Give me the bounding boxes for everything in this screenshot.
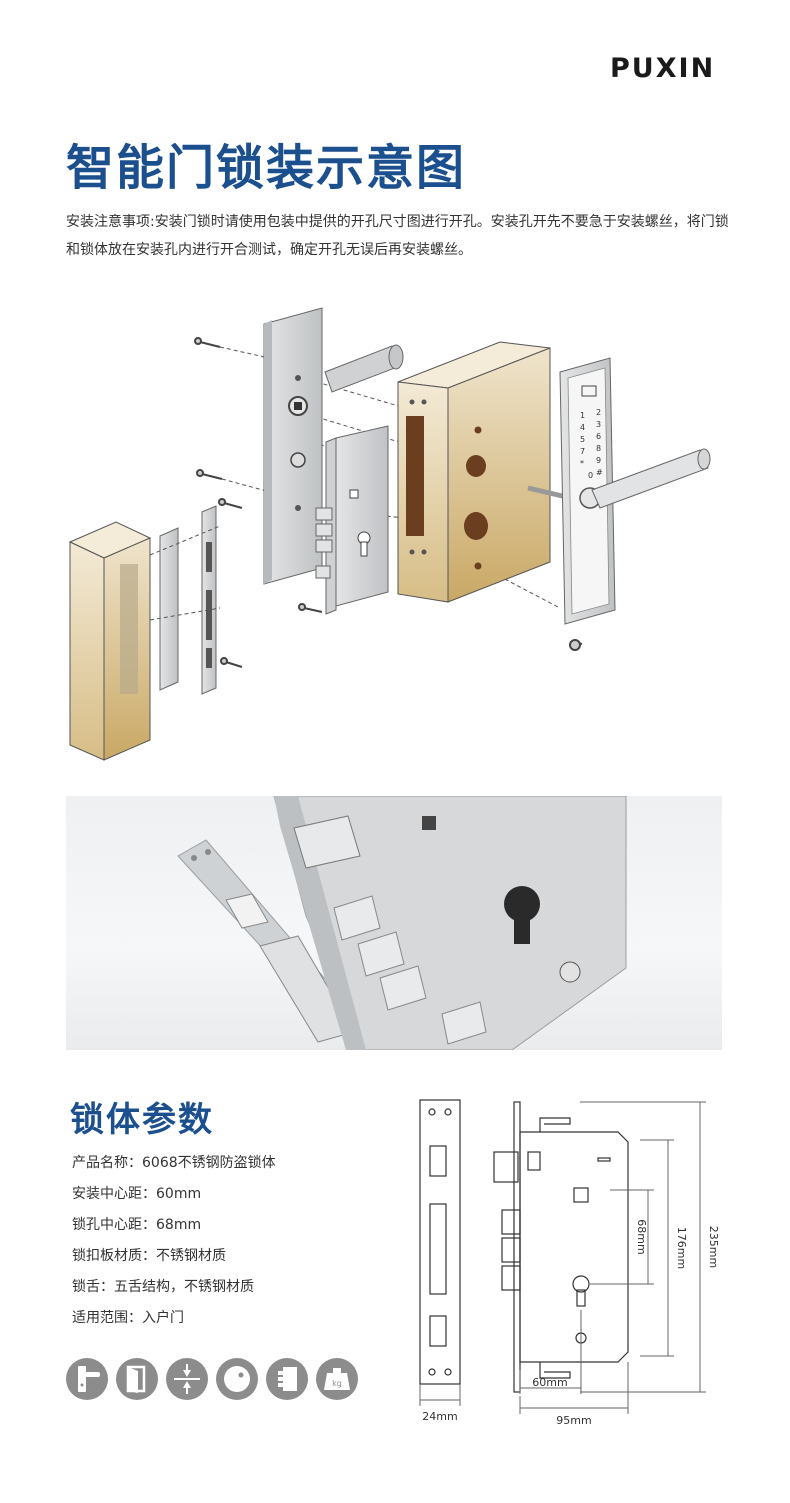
mid-height-label: 176mm bbox=[675, 1227, 688, 1269]
spec-item-text: 锁孔中心距：68mm bbox=[72, 1217, 202, 1233]
key: 7 bbox=[580, 447, 585, 456]
dimension-labels: 24mm 60mm 95mm 68mm 176mm 235mm bbox=[422, 1219, 720, 1427]
door-icon bbox=[116, 1358, 158, 1400]
key: # bbox=[596, 468, 603, 477]
strike-plate bbox=[201, 505, 217, 695]
spec-item: 锁孔中心距：68mm bbox=[72, 1210, 402, 1241]
spec-item-text: 产品名称：6068不锈钢防盗锁体 bbox=[72, 1155, 276, 1171]
plate-width-label: 24mm bbox=[422, 1410, 457, 1423]
backset-label: 60mm bbox=[532, 1376, 567, 1389]
key: 4 bbox=[580, 423, 585, 432]
keypad: 1 2 4 3 5 6 7 8 * 9 # 0 bbox=[580, 408, 603, 480]
spec-item: 适用范围：入户门 bbox=[72, 1303, 402, 1334]
mortise-lock-body bbox=[315, 425, 389, 615]
door-handle-icon bbox=[66, 1358, 108, 1400]
installation-note: 安装注意事项:安装门锁时请使用包装中提供的开孔尺寸图进行开孔。安装孔开先不要急于… bbox=[66, 214, 729, 258]
key: 2 bbox=[596, 408, 601, 417]
lock-body-icon bbox=[266, 1358, 308, 1400]
dimension-drawing: 24mm 60mm 95mm 68mm 176mm 235mm bbox=[419, 1099, 720, 1427]
vertical-dimensions bbox=[580, 1101, 706, 1393]
key: 5 bbox=[580, 435, 585, 444]
smart-lock-panel: 1 2 4 3 5 6 7 8 * 9 # 0 bbox=[559, 357, 711, 625]
lock-body-illustration bbox=[177, 796, 627, 1050]
exploded-installation-diagram: 1 2 4 3 5 6 7 8 * 9 # 0 bbox=[68, 307, 711, 761]
horizontal-dimensions bbox=[419, 1310, 629, 1414]
spec-item: 锁舌：五舌结构，不锈钢材质 bbox=[72, 1272, 402, 1303]
key: 8 bbox=[596, 444, 601, 453]
key: 1 bbox=[580, 411, 585, 420]
key: 6 bbox=[596, 432, 601, 441]
logo-text: PUXIN bbox=[610, 53, 716, 84]
spec-item: 产品名称：6068不锈钢防盗锁体 bbox=[72, 1148, 402, 1179]
feature-icons: kg bbox=[66, 1358, 366, 1404]
faceplate-outline bbox=[419, 1099, 461, 1385]
thickness-icon bbox=[166, 1358, 208, 1400]
body-width-label: 95mm bbox=[556, 1414, 591, 1427]
spec-list: 产品名称：6068不锈钢防盗锁体 安装中心距：60mm 锁孔中心距：68mm 锁… bbox=[72, 1148, 402, 1334]
page-title: 智能门锁装示意图 bbox=[66, 140, 467, 196]
key: 3 bbox=[596, 420, 601, 429]
strike-box bbox=[159, 527, 179, 691]
weight-label: kg bbox=[332, 1379, 342, 1388]
spec-item-text: 锁舌：五舌结构，不锈钢材质 bbox=[72, 1279, 254, 1295]
brand-logo: PUXIN bbox=[610, 53, 735, 85]
spec-item-text: 适用范围：入户门 bbox=[72, 1310, 184, 1326]
door-frame-block bbox=[68, 521, 152, 761]
spec-item: 锁扣板材质：不锈钢材质 bbox=[72, 1241, 402, 1272]
spec-item-text: 锁扣板材质：不锈钢材质 bbox=[72, 1248, 226, 1264]
key: * bbox=[580, 459, 584, 468]
key: 9 bbox=[596, 456, 601, 465]
spec-item: 安装中心距：60mm bbox=[72, 1179, 402, 1210]
spec-item-text: 安装中心距：60mm bbox=[72, 1186, 202, 1202]
key: 0 bbox=[588, 471, 593, 480]
door-block bbox=[397, 341, 551, 603]
spec-title: 锁体参数 bbox=[70, 1100, 214, 1140]
center-distance-label: 68mm bbox=[635, 1219, 648, 1254]
weight-icon: kg bbox=[316, 1358, 358, 1400]
circle-icon bbox=[216, 1358, 258, 1400]
lock-body-outline bbox=[493, 1101, 629, 1393]
outer-handle-plate bbox=[263, 307, 404, 585]
total-height-label: 235mm bbox=[707, 1226, 720, 1268]
lock-body-photo bbox=[66, 796, 722, 1050]
